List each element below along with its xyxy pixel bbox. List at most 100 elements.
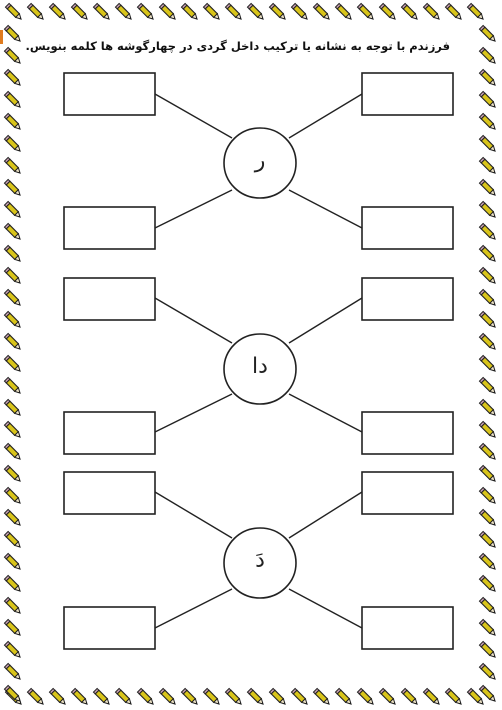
pencil-icon bbox=[3, 24, 21, 42]
word-box[interactable] bbox=[361, 411, 454, 455]
pencil-icon bbox=[478, 508, 496, 526]
pencil-icon bbox=[3, 46, 21, 64]
pencil-icon bbox=[466, 687, 484, 705]
pencil-icon bbox=[312, 2, 330, 20]
word-box[interactable] bbox=[361, 72, 454, 116]
pencil-icon bbox=[478, 464, 496, 482]
pencil-icon bbox=[478, 90, 496, 108]
pencil-icon bbox=[3, 508, 21, 526]
pencil-icon bbox=[70, 2, 88, 20]
pencil-icon bbox=[478, 486, 496, 504]
pencil-icon bbox=[400, 2, 418, 20]
word-group-3 bbox=[63, 471, 454, 650]
pencil-icon bbox=[478, 178, 496, 196]
pencil-icon bbox=[3, 244, 21, 262]
pencil-icon bbox=[246, 687, 264, 705]
pencil-icon bbox=[70, 687, 88, 705]
pencil-icon bbox=[48, 2, 66, 20]
pencil-icon bbox=[478, 640, 496, 658]
pencil-icon bbox=[478, 574, 496, 592]
pencil-icon bbox=[478, 354, 496, 372]
pencil-icon bbox=[478, 552, 496, 570]
pencil-icon bbox=[3, 200, 21, 218]
word-box[interactable] bbox=[361, 606, 454, 650]
pencil-icon bbox=[290, 687, 308, 705]
pencil-icon bbox=[224, 2, 242, 20]
pencil-icon bbox=[3, 552, 21, 570]
pencil-icon bbox=[202, 2, 220, 20]
word-box[interactable] bbox=[63, 72, 156, 116]
word-box[interactable] bbox=[63, 471, 156, 515]
pencil-icon bbox=[180, 687, 198, 705]
letter-circle bbox=[223, 527, 297, 599]
word-box[interactable] bbox=[361, 206, 454, 250]
pencil-icon bbox=[466, 2, 484, 20]
pencil-icon bbox=[48, 687, 66, 705]
pencil-icon bbox=[478, 596, 496, 614]
pencil-icon bbox=[3, 376, 21, 394]
pencil-icon bbox=[290, 2, 308, 20]
pencil-icon bbox=[3, 354, 21, 372]
pencil-icon bbox=[478, 24, 496, 42]
pencil-icon bbox=[3, 68, 21, 86]
pencil-icon bbox=[3, 332, 21, 350]
pencil-icon bbox=[444, 2, 462, 20]
center-letter-2: دا bbox=[252, 354, 268, 379]
letter-circle bbox=[223, 333, 297, 405]
pencil-icon bbox=[478, 442, 496, 460]
word-box[interactable] bbox=[63, 411, 156, 455]
pencil-icon bbox=[378, 2, 396, 20]
pencil-icon bbox=[400, 687, 418, 705]
pencil-icon bbox=[3, 574, 21, 592]
pencil-icon bbox=[246, 2, 264, 20]
pencil-icon bbox=[3, 486, 21, 504]
pencil-icon bbox=[3, 684, 21, 702]
pencil-icon bbox=[3, 178, 21, 196]
pencil-icon bbox=[478, 156, 496, 174]
instruction-text: فرزندم با توجه به نشانه یا ترکیب داخل گر… bbox=[25, 39, 450, 53]
pencil-icon bbox=[3, 156, 21, 174]
pencil-icon bbox=[478, 332, 496, 350]
pencil-icon bbox=[478, 222, 496, 240]
word-group-2 bbox=[63, 277, 454, 455]
pencil-icon bbox=[3, 266, 21, 284]
pencil-icon bbox=[92, 687, 110, 705]
left-edge-accent bbox=[0, 30, 3, 44]
pencil-icon bbox=[224, 687, 242, 705]
pencil-icon bbox=[378, 687, 396, 705]
pencil-icon bbox=[478, 112, 496, 130]
word-box[interactable] bbox=[63, 206, 156, 250]
pencil-icon bbox=[3, 134, 21, 152]
pencil-icon bbox=[478, 420, 496, 438]
pencil-icon bbox=[478, 376, 496, 394]
pencil-icon bbox=[478, 134, 496, 152]
word-box[interactable] bbox=[63, 277, 156, 321]
pencil-icon bbox=[3, 222, 21, 240]
pencil-icon bbox=[478, 244, 496, 262]
word-box[interactable] bbox=[361, 277, 454, 321]
pencil-icon bbox=[114, 687, 132, 705]
pencil-icon bbox=[3, 310, 21, 328]
pencil-icon bbox=[3, 640, 21, 658]
pencil-icon bbox=[92, 2, 110, 20]
pencil-icon bbox=[478, 46, 496, 64]
center-letter-3: دَ bbox=[255, 548, 265, 573]
pencil-icon bbox=[422, 687, 440, 705]
pencil-icon bbox=[356, 2, 374, 20]
pencil-icon bbox=[478, 310, 496, 328]
pencil-icon bbox=[26, 687, 44, 705]
pencil-icon bbox=[3, 464, 21, 482]
pencil-icon bbox=[268, 687, 286, 705]
pencil-icon bbox=[180, 2, 198, 20]
pencil-icon bbox=[444, 687, 462, 705]
pencil-icon bbox=[26, 2, 44, 20]
word-box[interactable] bbox=[63, 606, 156, 650]
center-letter-1: ر bbox=[254, 148, 266, 173]
word-box[interactable] bbox=[361, 471, 454, 515]
pencil-icon bbox=[136, 2, 154, 20]
pencil-icon bbox=[478, 662, 496, 680]
pencil-icon bbox=[3, 530, 21, 548]
